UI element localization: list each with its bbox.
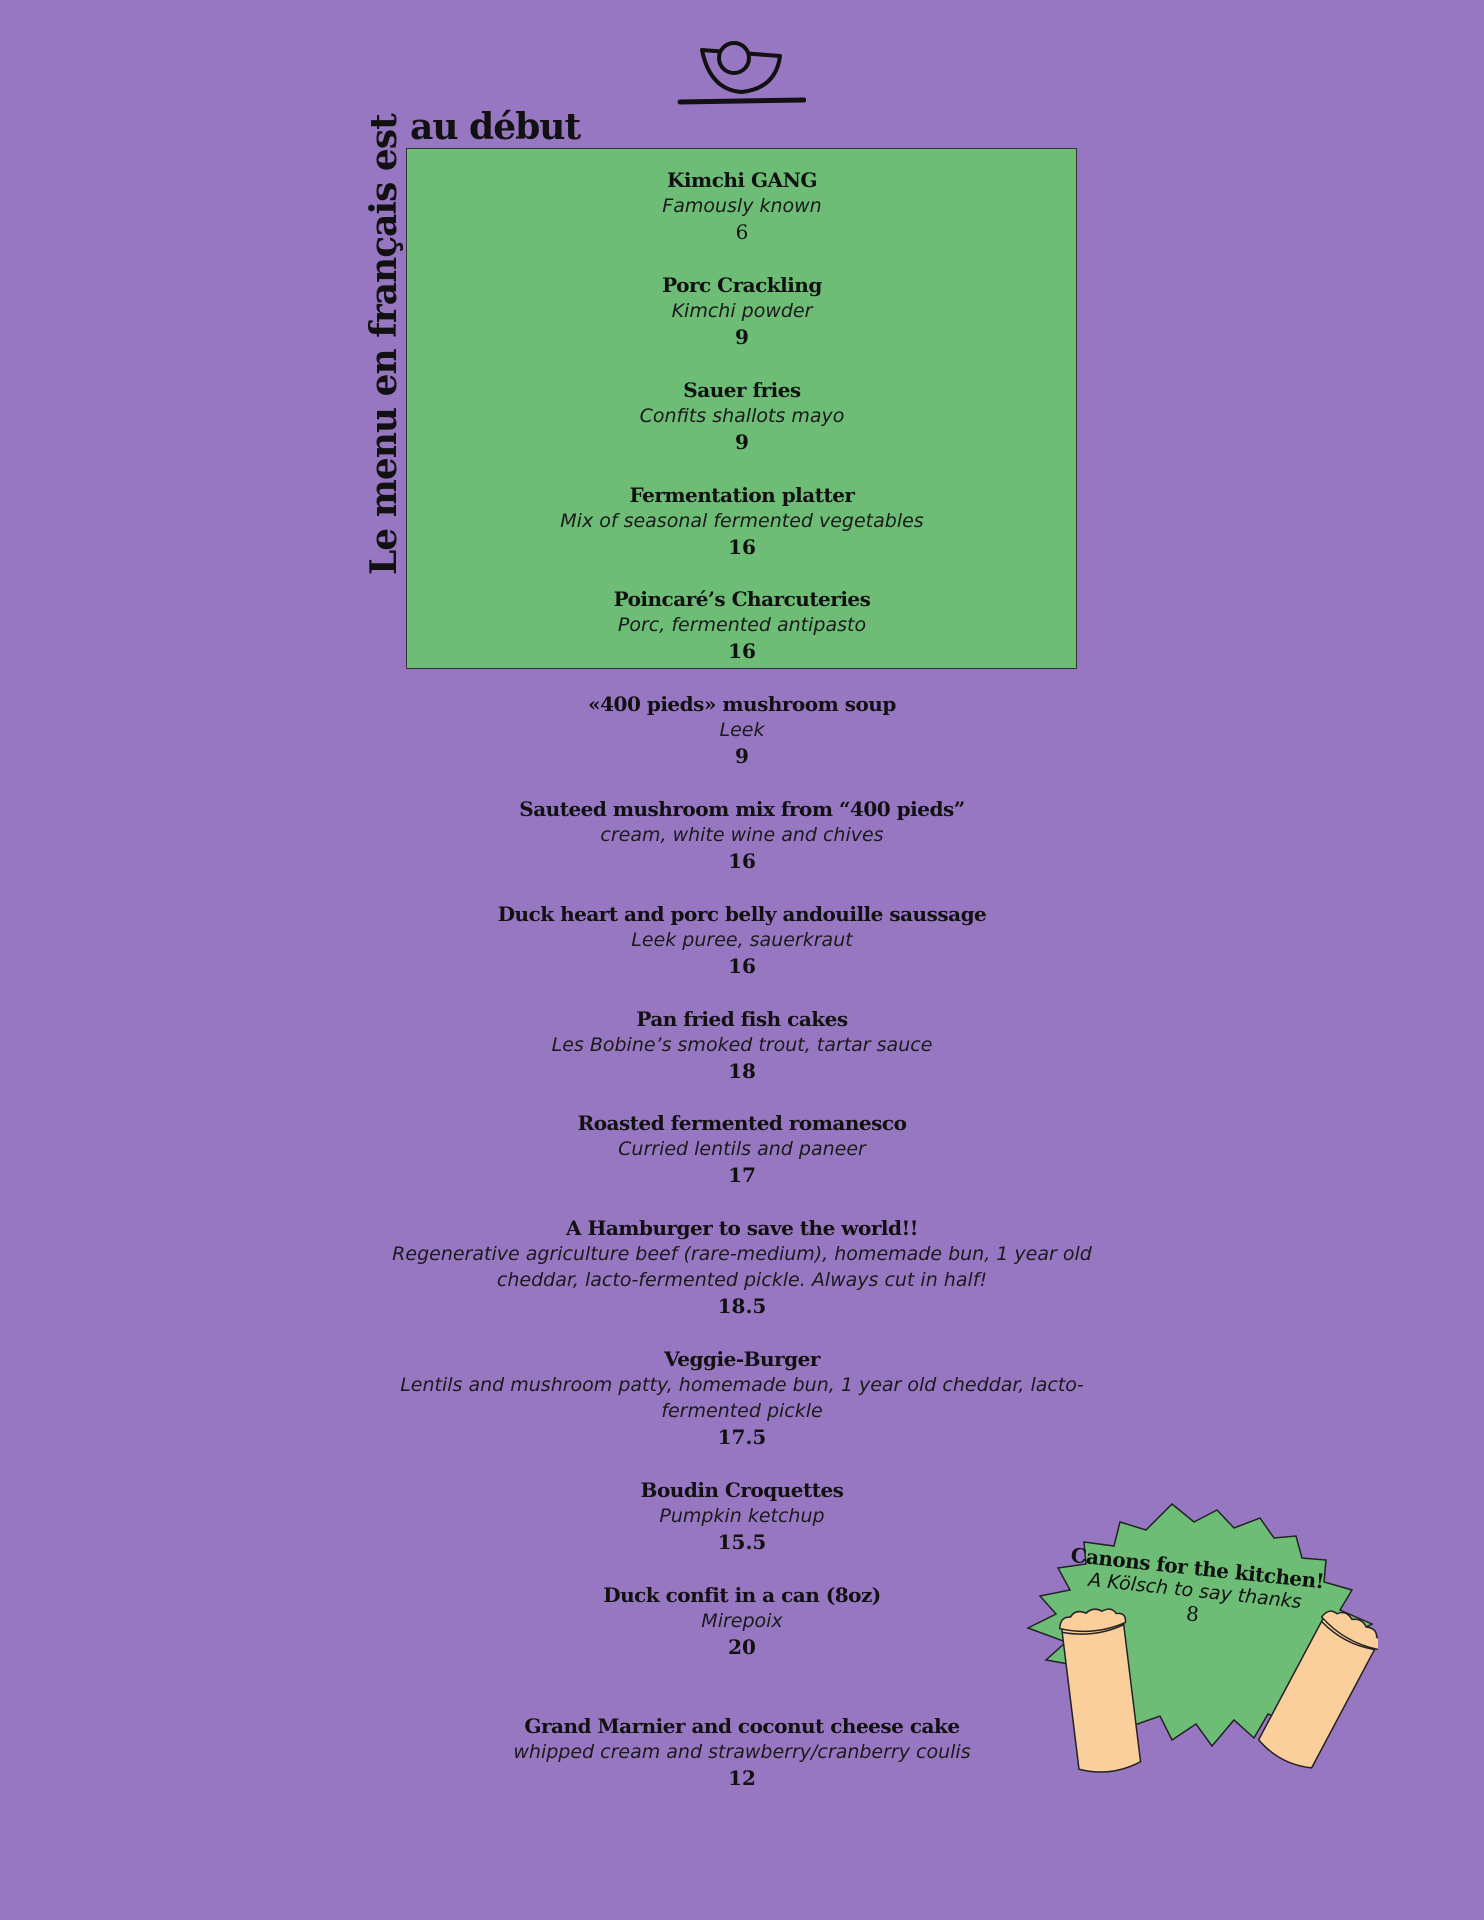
- item-desc: whipped cream and strawberry/cranberry c…: [513, 1741, 971, 1763]
- item-name: Sauer fries: [683, 378, 801, 402]
- item-name: Veggie-Burger: [664, 1347, 820, 1371]
- item-desc: Regenerative agriculture beef (rare-medi…: [392, 1243, 1092, 1291]
- menu-item: Pan fried fish cakes Les Bobine’s smoked…: [300, 1006, 1184, 1084]
- item-price: 18: [728, 1059, 756, 1083]
- item-name: Poincaré’s Charcuteries: [613, 587, 871, 611]
- section-title: au début: [410, 106, 581, 148]
- item-price: 9: [735, 744, 749, 768]
- item-price: 20: [728, 1635, 756, 1659]
- menu-item: Poincaré’s Charcuteries Porc, fermented …: [300, 586, 1184, 664]
- item-price: 18.5: [717, 1294, 767, 1318]
- item-price: 6: [735, 220, 749, 244]
- item-name: Duck confit in a can (8oz): [603, 1583, 881, 1607]
- menu-item: Porc Crackling Kimchi powder 9: [300, 272, 1184, 350]
- item-name: Grand Marnier and coconut cheese cake: [524, 1714, 960, 1738]
- item-name: Boudin Croquettes: [640, 1478, 844, 1502]
- item-desc: Leek: [719, 719, 765, 741]
- beer-can-icon: [1258, 1610, 1378, 1769]
- item-desc: Porc, fermented antipasto: [617, 614, 867, 636]
- item-name: Fermentation platter: [629, 483, 855, 507]
- item-desc: Les Bobine’s smoked trout, tartar sauce: [551, 1034, 933, 1056]
- item-desc: Famously known: [662, 195, 822, 217]
- starters-box: [406, 148, 1077, 669]
- item-desc: Mirepoix: [701, 1610, 783, 1632]
- menu-item: Boudin Croquettes Pumpkin ketchup 15.5: [300, 1477, 1184, 1555]
- menu-item: Duck heart and porc belly andouille saus…: [300, 901, 1184, 979]
- menu-item: Duck confit in a can (8oz) Mirepoix 20: [300, 1582, 1184, 1660]
- item-name: A Hamburger to save the world!!: [565, 1216, 919, 1240]
- item-price: 15.5: [717, 1530, 767, 1554]
- item-name: Sauteed mushroom mix from “400 pieds”: [519, 797, 965, 821]
- item-price: 16: [728, 535, 756, 559]
- item-desc: Confits shallots mayo: [639, 405, 845, 427]
- item-desc: Lentils and mushroom patty, homemade bun…: [400, 1374, 1084, 1422]
- item-name: «400 pieds» mushroom soup: [588, 692, 896, 716]
- item-price: 17: [728, 1163, 756, 1187]
- menu-item: A Hamburger to save the world!! Regenera…: [300, 1215, 1184, 1319]
- bowl-logo-icon: [677, 41, 806, 105]
- item-name: Duck heart and porc belly andouille saus…: [497, 902, 987, 926]
- menu-item: Fermentation platter Mix of seasonal fer…: [300, 482, 1184, 560]
- item-desc: Pumpkin ketchup: [659, 1505, 825, 1527]
- item-desc: Mix of seasonal fermented vegetables: [560, 510, 924, 532]
- item-price: 9: [735, 325, 749, 349]
- item-desc: Kimchi powder: [671, 300, 813, 322]
- item-name: Roasted fermented romanesco: [577, 1111, 907, 1135]
- item-desc: cream, white wine and chives: [600, 824, 884, 846]
- item-name: Porc Crackling: [662, 273, 822, 297]
- item-price: 16: [728, 954, 756, 978]
- menu-item: Kimchi GANG Famously known 6: [300, 167, 1184, 245]
- menu-item: Roasted fermented romanesco Curried lent…: [300, 1110, 1184, 1188]
- menu-item: Sauer fries Confits shallots mayo 9: [300, 377, 1184, 455]
- item-name: Kimchi GANG: [667, 168, 817, 192]
- item-price: 12: [728, 1766, 756, 1790]
- item-price: 9: [735, 430, 749, 454]
- beer-can-icon: [1058, 1608, 1142, 1773]
- menu-item: Veggie-Burger Lentils and mushroom patty…: [300, 1346, 1184, 1450]
- menu-item: «400 pieds» mushroom soup Leek 9: [300, 691, 1184, 769]
- item-price: 16: [728, 639, 756, 663]
- item-desc: Curried lentils and paneer: [618, 1138, 866, 1160]
- item-price: 16: [728, 849, 756, 873]
- item-name: Pan fried fish cakes: [636, 1007, 848, 1031]
- menu-item: Grand Marnier and coconut cheese cake wh…: [300, 1713, 1184, 1791]
- menu-item: Sauteed mushroom mix from “400 pieds” cr…: [300, 796, 1184, 874]
- item-desc: Leek puree, sauerkraut: [631, 929, 853, 951]
- item-price: 17.5: [717, 1425, 767, 1449]
